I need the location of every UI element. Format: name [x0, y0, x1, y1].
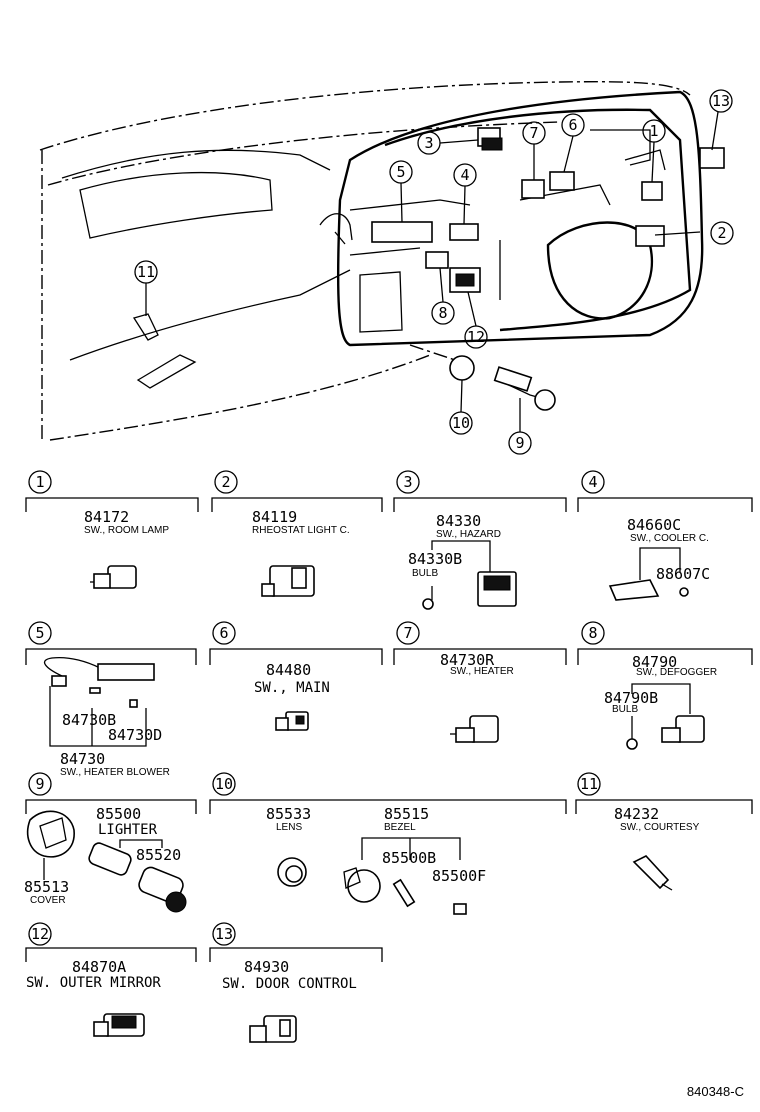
part-number-85533: 85533: [266, 805, 311, 823]
part-label-main: SW., MAIN: [254, 680, 330, 696]
svg-text:11: 11: [580, 775, 598, 793]
panel-12: 12 84870A SW. OUTER MIRROR: [25, 922, 197, 1037]
callout-9: 9: [515, 434, 524, 452]
panel-5: 5 84730B 84730D 84730 SW., HEATER BLOWER: [25, 621, 197, 778]
part-number-85513: 85513: [24, 878, 69, 896]
part-number-84730d: 84730D: [108, 726, 162, 744]
callout-2: 2: [717, 224, 726, 242]
part-number-85520: 85520: [136, 846, 181, 864]
svg-text:7: 7: [403, 624, 412, 642]
part-number-84730r: 84730R: [440, 651, 495, 669]
part-label-room-lamp: SW., ROOM LAMP: [84, 525, 169, 536]
panel-3: 3 84330 SW., HAZARD 84330B BULB: [393, 470, 567, 610]
part-number-84660c: 84660C: [627, 516, 681, 534]
dashboard-overview: [39, 81, 725, 441]
part-label-bulb-8: BULB: [612, 704, 638, 715]
part-number-85500: 85500: [96, 805, 141, 823]
part-label-outer-mirror: SW. OUTER MIRROR: [26, 975, 161, 991]
part-number-84790: 84790: [632, 653, 677, 671]
part-number-84790b: 84790B: [604, 689, 658, 707]
panel-8: 8 84790 SW., DEFOGGER 84790B BULB: [577, 621, 753, 750]
part-label-bezel: BEZEL: [384, 822, 416, 833]
svg-text:8: 8: [588, 624, 597, 642]
part-number-84119: 84119: [252, 508, 297, 526]
svg-text:4: 4: [588, 473, 597, 491]
part-label-defogger: SW., DEFOGGER: [636, 667, 717, 678]
svg-text:10: 10: [215, 775, 233, 793]
callout-10: 10: [452, 414, 470, 432]
part-number-85500b: 85500B: [382, 849, 436, 867]
svg-text:3: 3: [403, 473, 412, 491]
callout-4: 4: [460, 166, 469, 184]
part-label-lens: LENS: [276, 822, 302, 833]
callout-12: 12: [467, 328, 485, 346]
svg-text:2: 2: [221, 473, 230, 491]
part-number-84330: 84330: [436, 512, 481, 530]
part-number-84870a: 84870A: [72, 958, 126, 976]
part-label-lighter: LIGHTER: [98, 822, 158, 838]
panel-11: 11 84232 SW., COURTESY: [575, 772, 753, 891]
panel-1: 1 84172 SW., ROOM LAMP: [25, 470, 199, 589]
callout-1: 1: [649, 122, 658, 140]
overview-callouts: 13 3 7 6 1 5 4 2 11 8 12 10 9: [134, 89, 734, 455]
part-label-bulb: BULB: [412, 568, 438, 579]
part-label-door-control: SW. DOOR CONTROL: [222, 976, 357, 992]
part-label-cooler: SW., COOLER C.: [630, 533, 709, 544]
svg-text:1: 1: [35, 473, 44, 491]
svg-text:6: 6: [219, 624, 228, 642]
panel-13: 13 84930 SW. DOOR CONTROL: [209, 922, 383, 1043]
part-number-85500f: 85500F: [432, 867, 486, 885]
part-number-84480: 84480: [266, 661, 311, 679]
callout-13: 13: [712, 92, 730, 110]
part-label-courtesy: SW., COURTESY: [620, 822, 700, 833]
part-label-cover: COVER: [30, 895, 66, 906]
panel-6: 6 84480 SW., MAIN: [209, 621, 383, 731]
part-number-88607c: 88607C: [656, 565, 710, 583]
svg-text:12: 12: [31, 925, 49, 943]
part-label-hazard: SW., HAZARD: [436, 529, 501, 540]
callout-7: 7: [529, 124, 538, 142]
callout-11: 11: [137, 263, 155, 281]
part-number-84330b: 84330B: [408, 550, 462, 568]
svg-text:5: 5: [35, 624, 44, 642]
callout-5: 5: [396, 163, 405, 181]
part-label-heater: SW., HEATER: [450, 666, 514, 677]
svg-text:9: 9: [35, 775, 44, 793]
part-number-84730: 84730: [60, 750, 105, 768]
svg-text:13: 13: [215, 925, 233, 943]
part-label-heater-blower: SW., HEATER BLOWER: [60, 767, 170, 778]
callout-3: 3: [424, 134, 433, 152]
panel-2: 2 84119 RHEOSTAT LIGHT C.: [211, 470, 383, 597]
part-number-84730b: 84730B: [62, 711, 116, 729]
diagram-reference-code: 840348-C: [687, 1084, 744, 1099]
part-number-84232: 84232: [614, 805, 659, 823]
callout-8: 8: [438, 304, 447, 322]
panel-4: 4 84660C SW., COOLER C. 88607C: [577, 470, 753, 601]
part-number-84172: 84172: [84, 508, 129, 526]
part-number-85515: 85515: [384, 805, 429, 823]
part-number-84930: 84930: [244, 958, 289, 976]
panel-10: 10 85533 LENS 85515 BEZEL 85500B 85500F: [209, 772, 567, 915]
callout-6: 6: [568, 116, 577, 134]
panel-9: 9 85500 LIGHTER 85520 85513 COVER: [24, 772, 197, 913]
part-label-rheostat: RHEOSTAT LIGHT C.: [252, 525, 350, 536]
panel-7: 7 84730R SW., HEATER: [393, 621, 567, 743]
